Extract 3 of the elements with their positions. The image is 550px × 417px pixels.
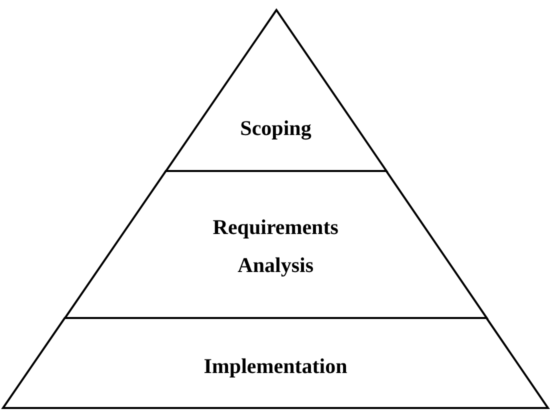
tier-label: Scoping [239,115,312,142]
tier-label: Requirements Analysis [212,214,340,279]
tier-label: Implementation [202,353,348,380]
